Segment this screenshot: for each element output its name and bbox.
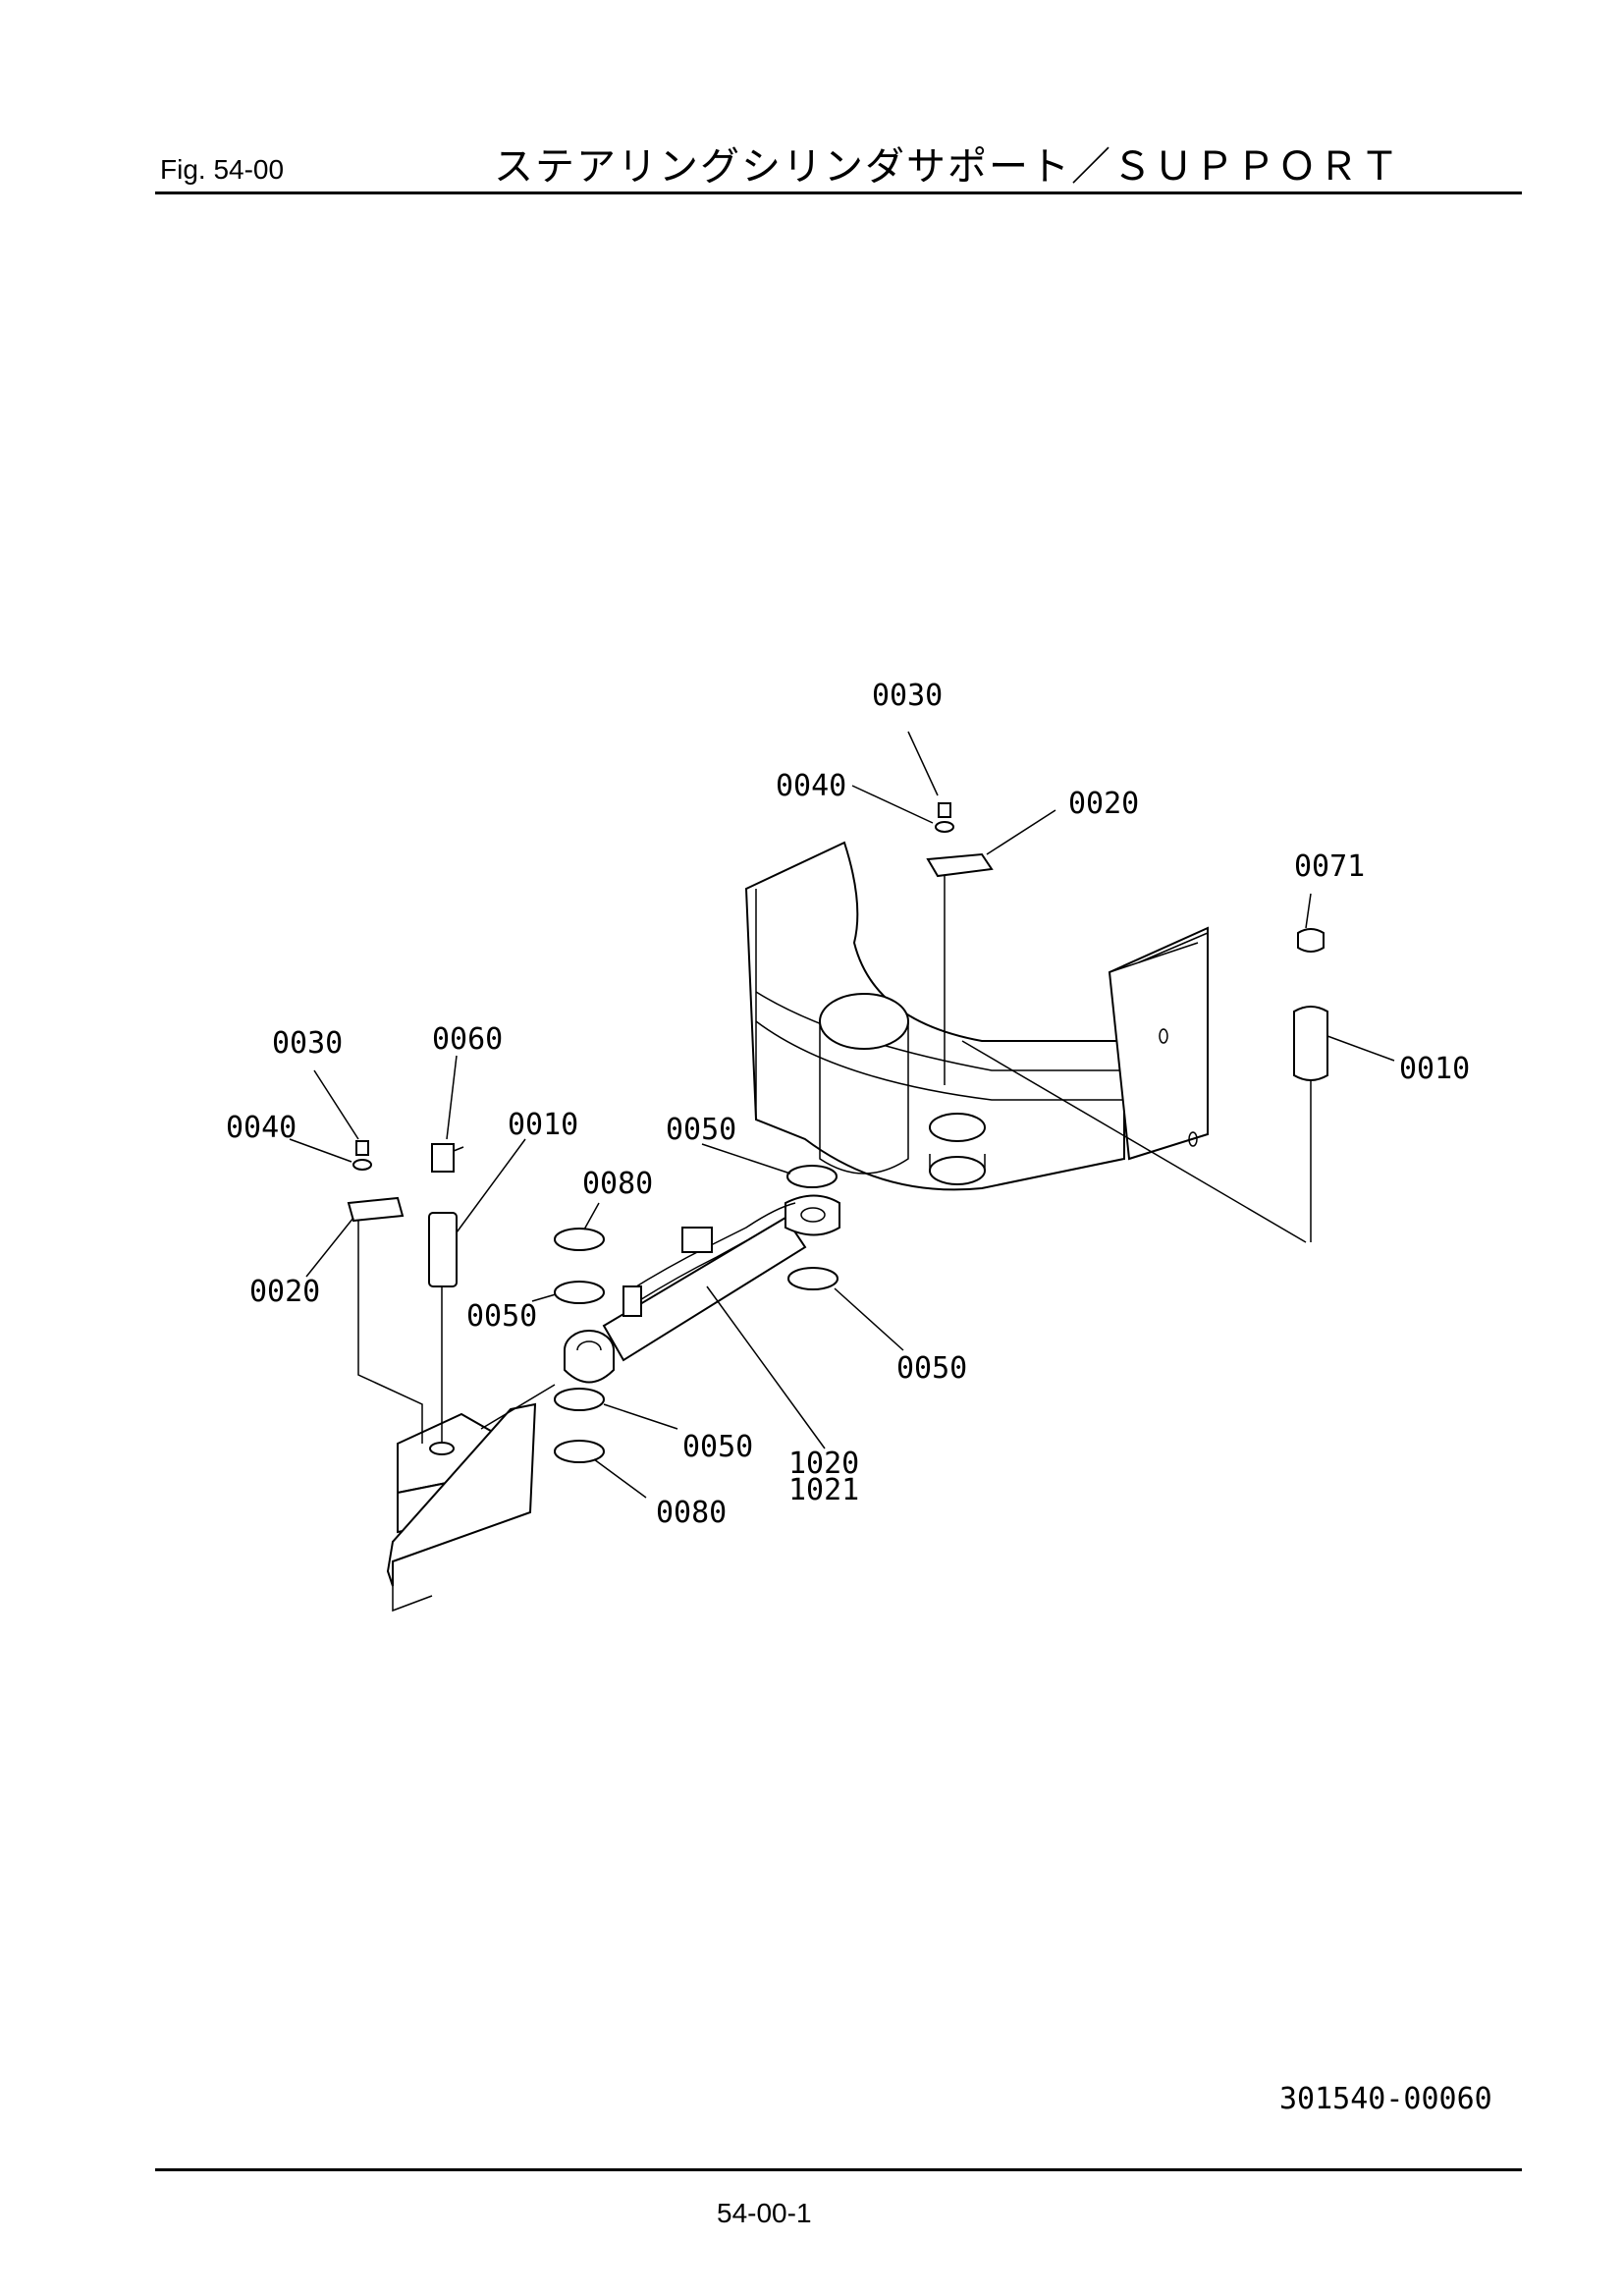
callout-0030-left: 0030 — [272, 1026, 343, 1061]
callout-0040-left: 0040 — [226, 1111, 297, 1145]
washers — [554, 1165, 839, 1463]
callout-0050-left: 0050 — [466, 1299, 537, 1334]
callout-0080-upper: 0080 — [582, 1167, 653, 1201]
callout-0050-right: 0050 — [896, 1351, 967, 1386]
callout-0071: 0071 — [1294, 849, 1365, 884]
callout-labels: 0030 0040 0020 0071 0010 0030 0060 0040 … — [226, 679, 1470, 1530]
frame-structure — [744, 841, 1307, 1243]
steering-cylinder — [564, 1194, 840, 1384]
footer-rule — [155, 2168, 1522, 2171]
callout-1020: 1020 — [788, 1447, 859, 1481]
page-number: 54-00-1 — [717, 2198, 812, 2228]
callout-0030-top: 0030 — [872, 679, 943, 713]
callout-1021: 1021 — [788, 1473, 859, 1507]
callout-0080-lower: 0080 — [656, 1496, 727, 1530]
callout-0050-upper: 0050 — [666, 1113, 736, 1147]
top-hardware — [926, 802, 1328, 1242]
figure-number: Fig. 54-00 — [160, 154, 285, 185]
left-bracket — [347, 1140, 556, 1613]
page-title: ステアリングシリンダサポート／ＳＵＰＰＯＲＴ — [494, 144, 1401, 190]
leader-lines — [289, 731, 1395, 1499]
callout-0010-right: 0010 — [1399, 1052, 1470, 1086]
callout-0020-top: 0020 — [1068, 787, 1139, 821]
callout-0040-top: 0040 — [776, 769, 846, 803]
callout-0020-left: 0020 — [249, 1275, 320, 1309]
callout-0050-lower: 0050 — [682, 1430, 753, 1464]
header-rule — [155, 191, 1522, 194]
callout-0010-left: 0010 — [508, 1108, 578, 1142]
drawing-number: 301540-00060 — [1279, 2082, 1492, 2116]
callout-0060: 0060 — [432, 1022, 503, 1057]
page-header: Fig. 54-00 ステアリングシリンダサポート／ＳＵＰＰＯＲＴ — [155, 133, 1522, 191]
